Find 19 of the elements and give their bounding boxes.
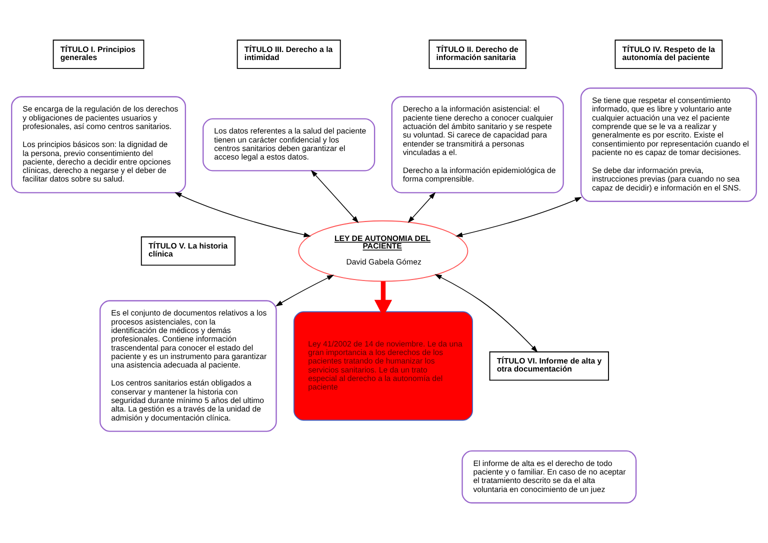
node-box: Ley 41/2002 de 14 de noviembre. Le da una gran importancia a los derechos de los pacientes tratando de humanizar los servicios sanitarios. Le da un trato especial al derecho a la autonomía del paciente xyxy=(293,311,473,421)
node-box: TÍTULO III. Derecho a la intimidad xyxy=(236,40,341,69)
arrow xyxy=(275,274,334,306)
node-box: El informe de alta es el derecho de todo paciente y o familiar. En caso de no aceptar el tratamiento descrito se da el alta voluntaria en conocimiento de un juez xyxy=(462,450,637,504)
arrow xyxy=(408,192,436,224)
arrow xyxy=(455,197,582,238)
node-box: TÍTULO I. Principios generales xyxy=(52,40,144,69)
node-box: Los datos referentes a la salud del paciente tienen un carácter confidencial y los centros sanitarios deben garantizar el acceso legal a estos datos. xyxy=(202,118,376,172)
node-box: Es el conjunto de documentos relativos a los procesos asistenciales, con la identificación de médicos y demás profesionales. Contiene información trascendental para conocer el estado del paciente y es un instrumento para garantizar una asistencia adecuada al paciente. Los centros sanitarios están obligados a conservar y mantener la historia con seguridad durante mínimo 5 años del ultimo alta. La gestión es a través de la unidad de admisión y documentación clínica. xyxy=(100,300,277,432)
arrow xyxy=(434,274,538,353)
node-box: Se encarga de la regulación de los derechos y obligaciones de pacientes usuarios y profesionales, así como centros sanitarios. Los principios básicos son: la dignidad de la persona, previo consentimiento del paciente, derecho a decidir entre opciones clínicas, derecho a negarse y el deber de facilitar datos sobre su salud. xyxy=(11,96,186,194)
node-box: TÍTULO II. Derecho de información sanitaria xyxy=(428,40,526,69)
node-box: TÍTULO V. La historia clínica xyxy=(140,236,236,266)
arrow xyxy=(310,170,359,224)
node-box: TÍTULO IV. Respeto de la autonomía del paciente xyxy=(614,40,723,69)
node-box: TÍTULO VI. Informe de alta y otra documentación xyxy=(489,351,609,381)
arrow xyxy=(174,192,311,238)
node-box: Derecho a la información asistencial: el paciente tiene derecho a conocer cualquier actuación del ámbito sanitario y se respete su voluntad. Si carece de capacidad para entender se transmitirá a personas vinculadas a el. Derecho a la información epidemiológica de forma comprensible. xyxy=(391,96,564,194)
node-box: Se tiene que respetar el consentimiento informado, que es libre y voluntario ante cualquier actuación una vez el paciente comprende que se le va a realizar y generalmente es por escrito. Existe el consentimiento por representación cuando el paciente no es capaz de tomar decisiones. Se debe dar información previa, instrucciones previas (para cuando no sea capaz de decidir) e información en el SNS. xyxy=(580,88,757,202)
